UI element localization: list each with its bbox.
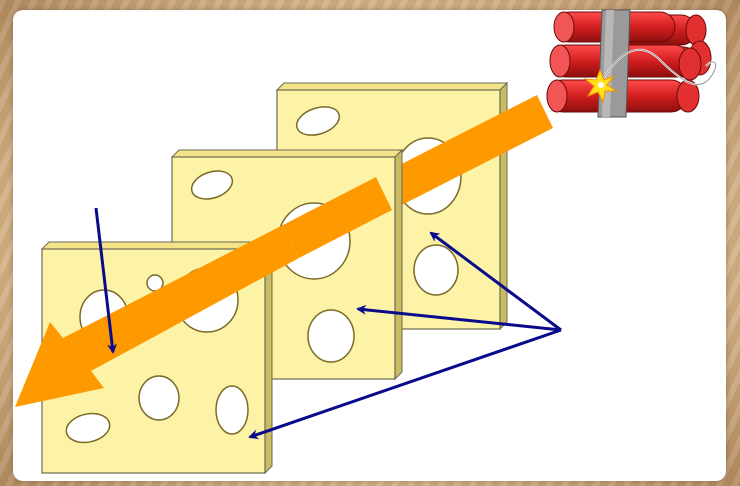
pointer-arrow-slice-2 — [356, 304, 562, 332]
spark-icon — [583, 68, 618, 104]
pointer-arrow-slice-3 — [429, 231, 562, 332]
trajectory-arrow-segment-middle — [283, 177, 392, 258]
pointer-arrow-hole-entry — [94, 207, 118, 354]
dynamite-icon — [546, 9, 717, 118]
pointer-arrow-slice-1 — [248, 328, 562, 440]
trajectory-arrow-segment-back — [376, 95, 553, 210]
trajectory-arrow-head — [15, 225, 299, 407]
